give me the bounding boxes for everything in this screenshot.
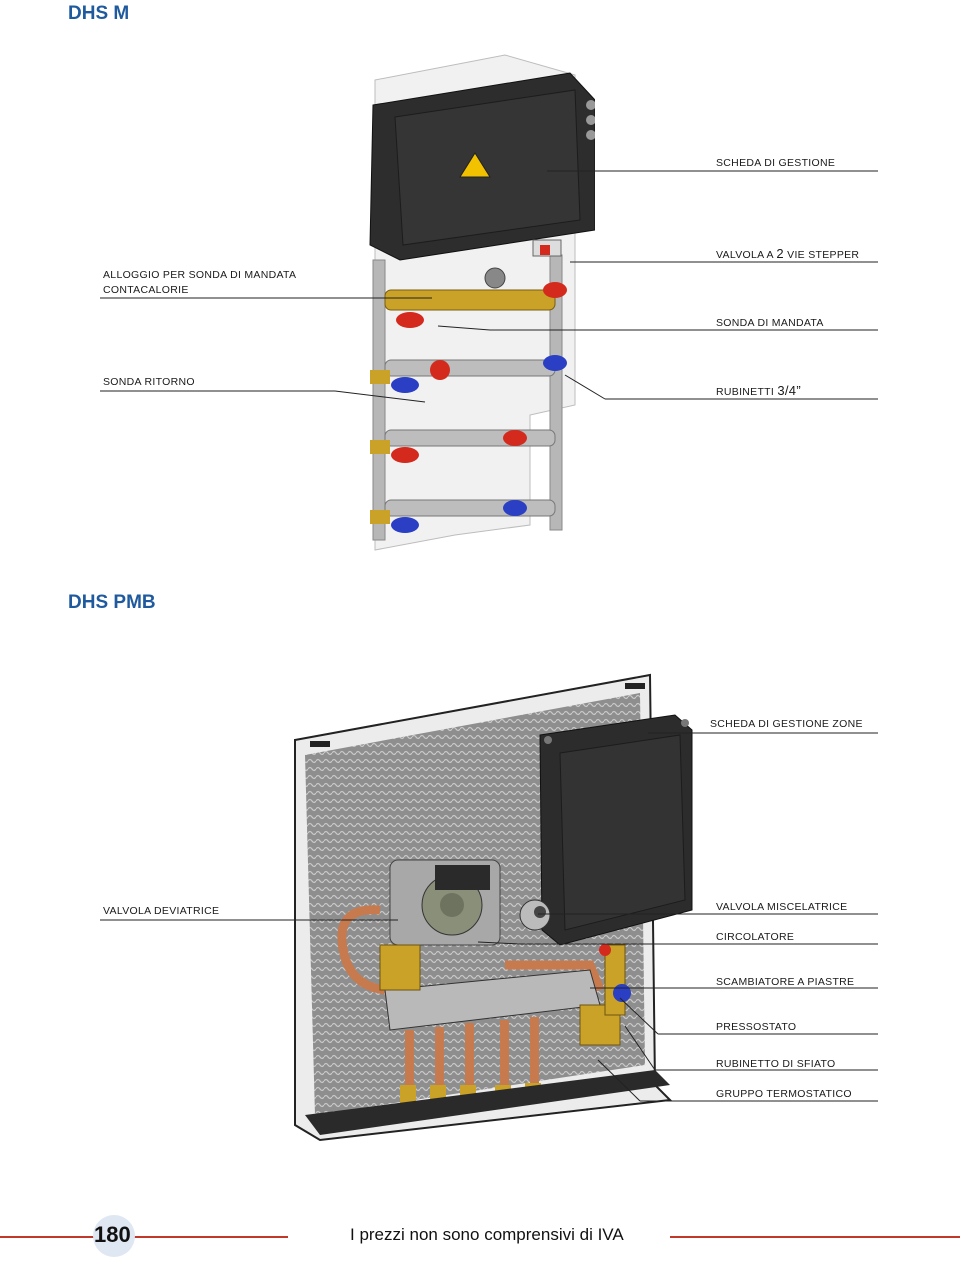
label-alloggio-sonda-line1: ALLOGGIO PER SONDA DI MANDATA	[103, 269, 297, 281]
label-scheda-di-gestione: SCHEDA DI GESTIONE	[716, 157, 836, 169]
label-pressostato: PRESSOSTATO	[716, 1021, 797, 1033]
dhs-pmb-product-illustration	[294, 673, 693, 1142]
label-scheda-gestione-zone: SCHEDA DI GESTIONE ZONE	[710, 718, 863, 730]
footer-left-rule	[0, 1236, 288, 1238]
label-valvola-2-vie-stepper: VALVOLA A 2 VIE STEPPER	[716, 246, 859, 263]
label-circolatore: CIRCOLATORE	[716, 931, 795, 943]
label-rubinetti-prefix: RUBINETTI	[716, 386, 778, 398]
page-number-badge	[93, 1215, 135, 1257]
label-alloggio-sonda-line2: CONTACALORIE	[103, 284, 189, 296]
label-scambiatore-a-piastre: SCAMBIATORE A PIASTRE	[716, 976, 855, 988]
label-rubinetto-di-sfiato: RUBINETTO DI SFIATO	[716, 1058, 836, 1070]
label-sonda-di-mandata: SONDA DI MANDATA	[716, 317, 824, 329]
label-sonda-ritorno: SONDA RITORNO	[103, 376, 195, 388]
footer-right-rule	[670, 1236, 960, 1238]
label-valvola-deviatrice: VALVOLA DEVIATRICE	[103, 905, 220, 917]
page-number: 180	[94, 1222, 131, 1247]
label-valvola-2-vie-number: 2	[776, 246, 784, 261]
section-title-dhs-m: DHS M	[68, 3, 130, 24]
dhs-m-product-illustration	[369, 54, 595, 551]
label-valvola-2-vie-prefix: VALVOLA A	[716, 249, 777, 261]
footer-vat-note: I prezzi non sono comprensivi di IVA	[350, 1225, 624, 1244]
section-title-dhs-pmb: DHS PMB	[68, 592, 156, 613]
label-rubinetti: RUBINETTI 3/4”	[716, 383, 801, 400]
label-rubinetti-size: 3/4”	[777, 383, 801, 398]
label-gruppo-termostatico: GRUPPO TERMOSTATICO	[716, 1088, 852, 1100]
label-valvola-miscelatrice: VALVOLA MISCELATRICE	[716, 901, 848, 913]
warning-icon	[459, 152, 491, 178]
label-valvola-2-vie-suffix: VIE STEPPER	[783, 249, 860, 261]
dhs-m-leader-lines	[100, 170, 878, 403]
